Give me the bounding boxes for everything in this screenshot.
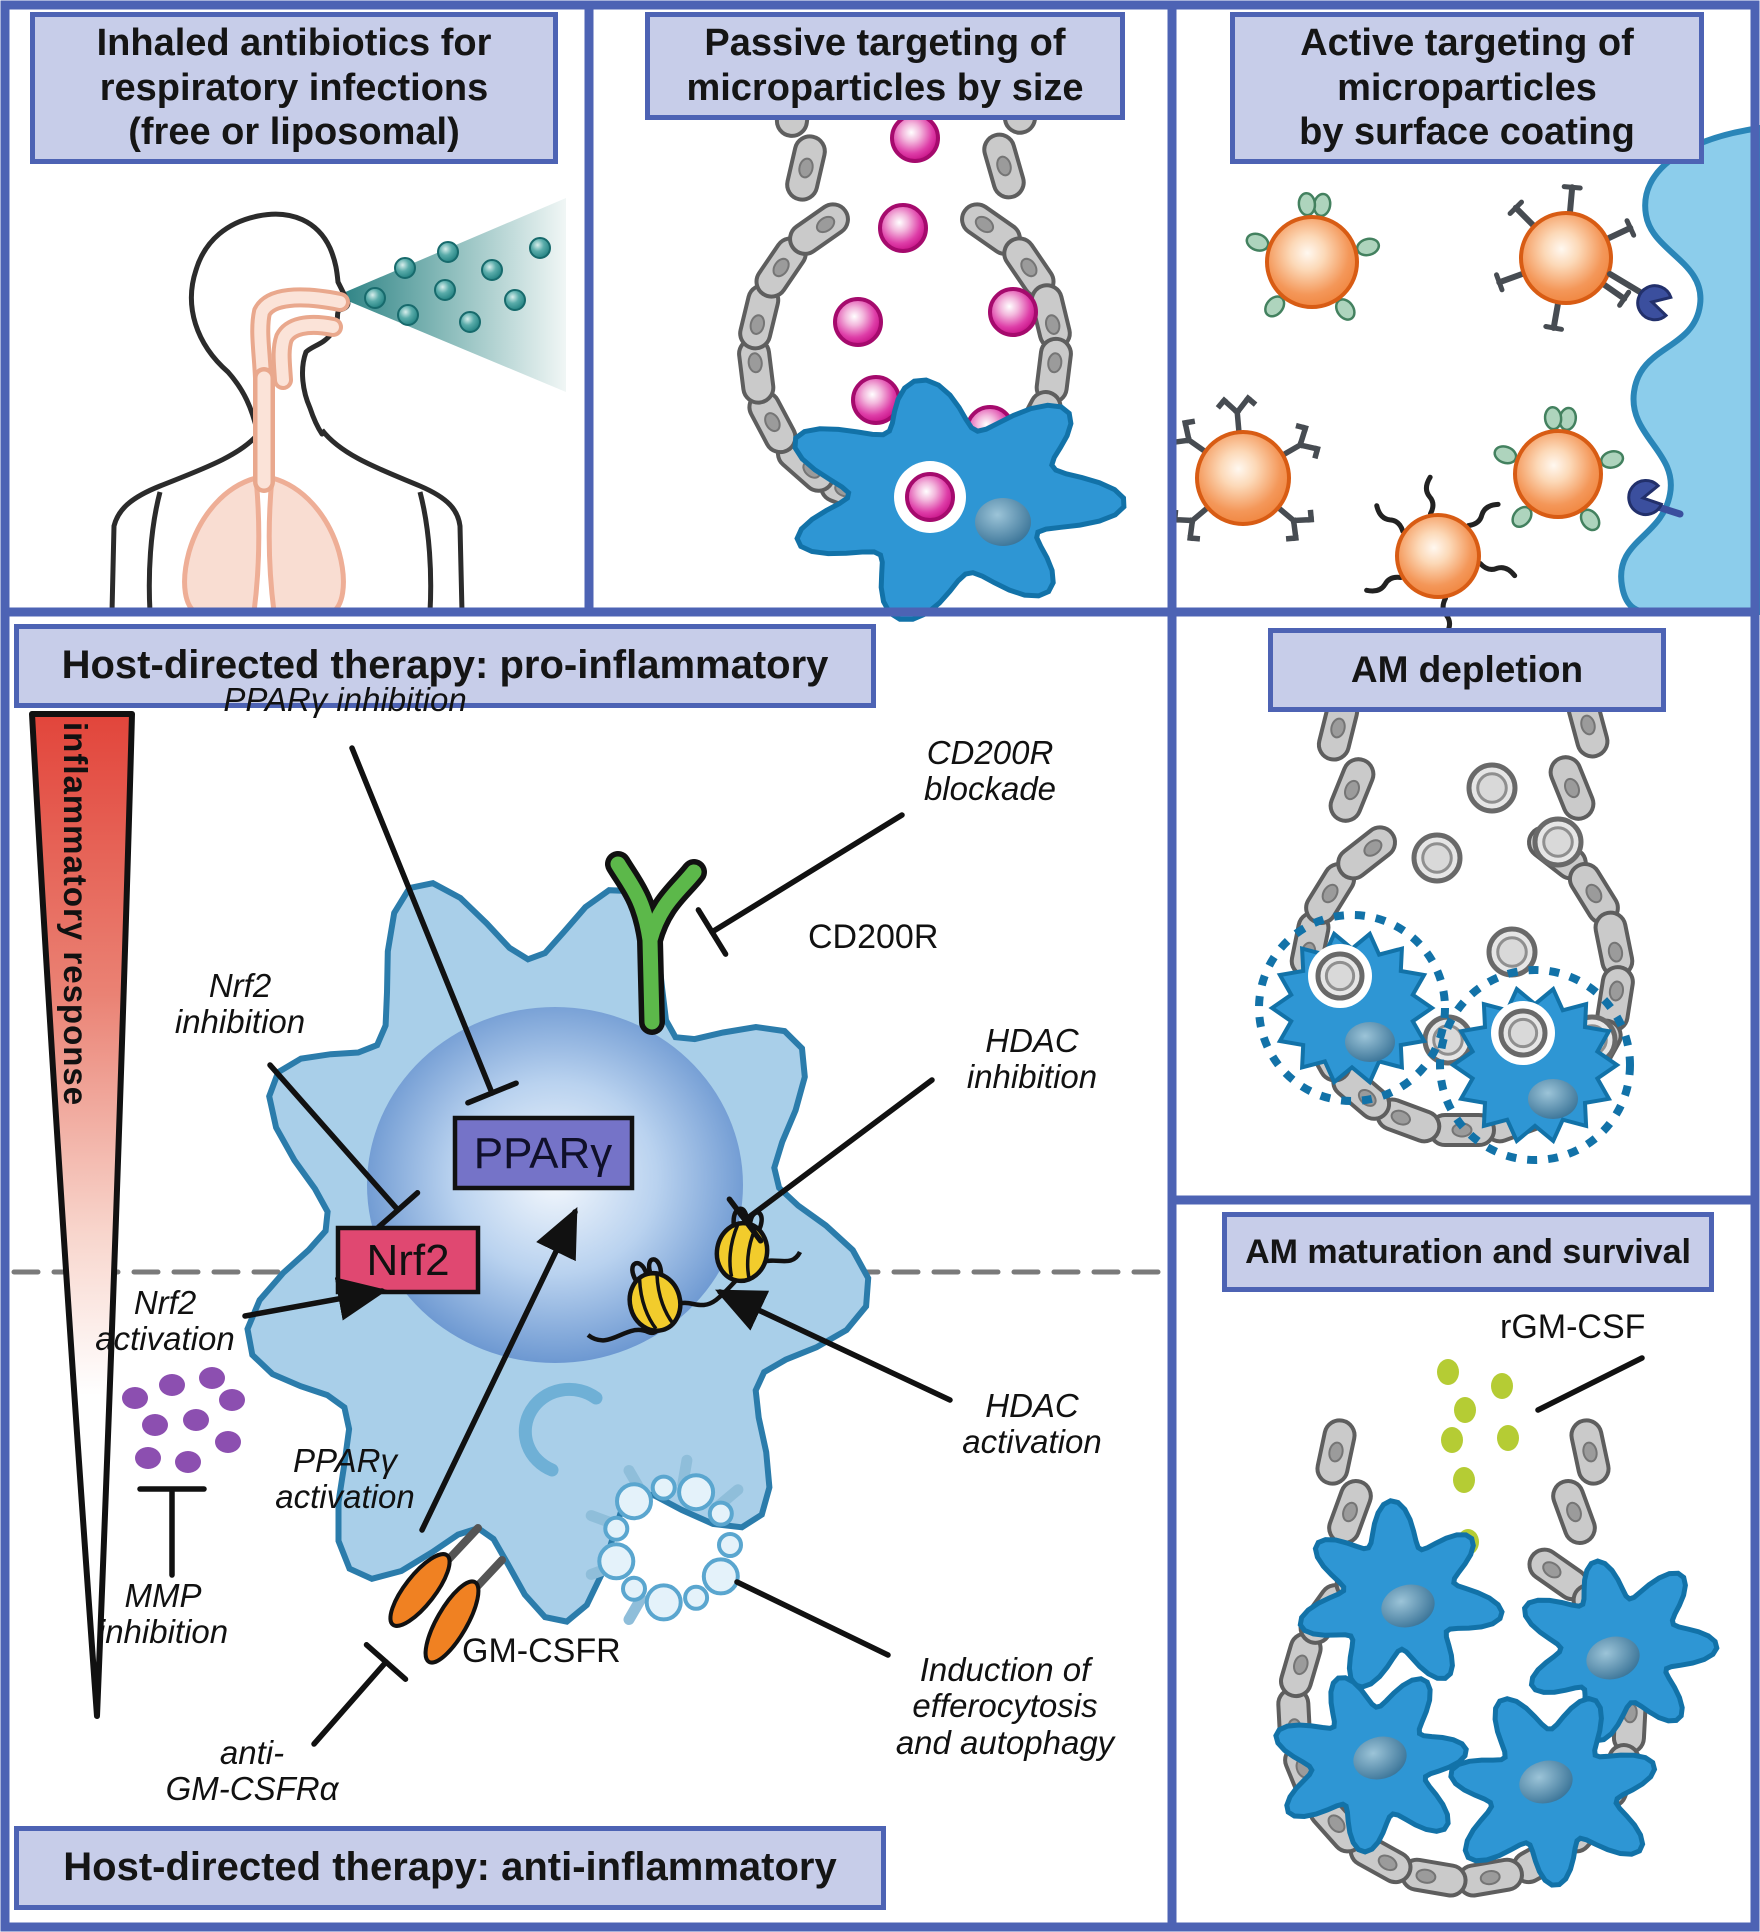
panel-passive-targeting [737, 67, 1127, 622]
label-nrf2-inhibition: Nrf2 inhibition [174, 967, 306, 1041]
mmp-molecules-icon [122, 1367, 245, 1473]
label-ppar-inhibition: PPARγ inhibition [223, 681, 467, 718]
panel-title-inhaled-antibiotics: Inhaled antibiotics for respiratory infe… [30, 12, 558, 164]
alveolar-macrophage [1297, 1498, 1505, 1690]
apoptotic-macrophage [1436, 966, 1634, 1164]
apoptotic-macrophage [1255, 911, 1449, 1105]
autophagosome-icon [518, 1382, 603, 1477]
ppar-gamma-text: PPARγ [474, 1129, 613, 1178]
label-hdac-activation: HDAC activation [962, 1387, 1102, 1461]
label-ppar-activation: PPARγ activation [275, 1442, 415, 1516]
microparticle [1493, 405, 1625, 532]
panel-active-targeting [1168, 124, 1760, 638]
microparticle [1245, 191, 1381, 321]
label-mmp-inhibition: MMP inhibition [97, 1577, 229, 1651]
efferocytosis-cup-icon [585, 1454, 744, 1625]
label-anti-gmcsfr: anti- GM-CSFRα [165, 1734, 339, 1808]
cd200r-receptor-icon [605, 851, 707, 1035]
microparticle [1494, 184, 1637, 332]
panel-title-am-maturation: AM maturation and survival [1222, 1212, 1714, 1292]
target-cell-membrane [1618, 124, 1760, 615]
ppar-gamma-box [452, 1115, 635, 1191]
alveolar-macrophage [1521, 1558, 1720, 1744]
label-nrf2-activation: Nrf2 activation [95, 1284, 235, 1358]
alveolar-macrophage [1448, 1695, 1658, 1888]
inflammatory-response-axis-label: inflammatory response [57, 722, 94, 1107]
label-efferocytosis-autophagy: Induction of efferocytosis and autophagy [895, 1651, 1115, 1761]
alveolar-macrophage [1273, 1675, 1469, 1855]
macrophage-engulfing-particle [792, 377, 1127, 622]
label-cd200r-blockade: CD200R blockade [923, 734, 1057, 808]
inflammatory-response-wedge-icon [29, 711, 135, 1719]
microparticle [1168, 394, 1321, 542]
lungs-airway-icon [182, 287, 350, 615]
panel-inhaled-antibiotics [109, 198, 566, 615]
panel-title-active-targeting: Active targeting of microparticles by su… [1230, 12, 1704, 164]
panel-title-hdt-anti-inflammatory: Host-directed therapy: anti-inflammatory [14, 1826, 886, 1910]
label-rgmcsf: rGM-CSF [1500, 1308, 1646, 1346]
panel-title-passive-targeting: Passive targeting of microparticles by s… [645, 12, 1125, 120]
label-gmcsfr-receptor: GM-CSFR [462, 1632, 621, 1670]
panel-am-depletion [1255, 691, 1635, 1164]
microparticle [1364, 474, 1518, 638]
panel-title-hdt-pro-inflammatory: Host-directed therapy: pro-inflammatory [14, 624, 876, 708]
panel-title-am-depletion: AM depletion [1268, 628, 1666, 712]
gmcsfr-receptor-icon [388, 1524, 506, 1665]
label-hdac-inhibition: HDAC inhibition [966, 1022, 1098, 1096]
label-cd200r-receptor: CD200R [808, 918, 939, 956]
chromatin-icon [586, 1206, 803, 1343]
panel-am-maturation [1273, 1355, 1720, 1898]
nrf2-text: Nrf2 [366, 1236, 449, 1285]
